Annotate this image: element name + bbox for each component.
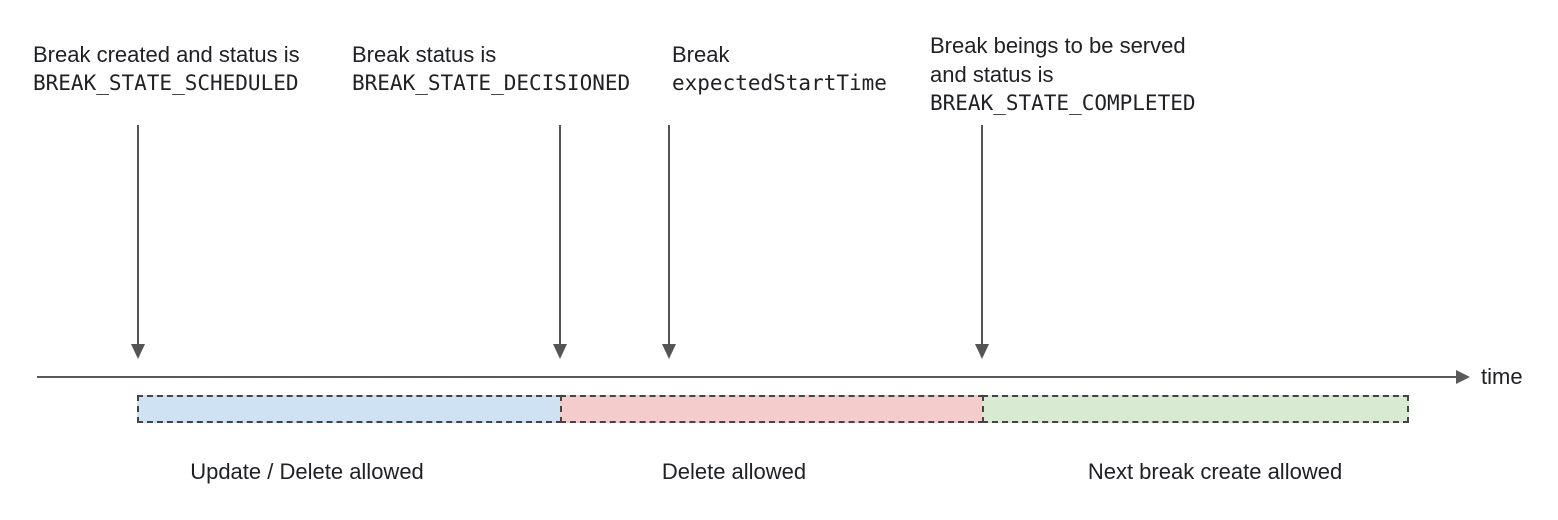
annotation-code: BREAK_STATE_DECISIONED	[352, 71, 631, 95]
segment-label-next-break-create: Next break create allowed	[1087, 459, 1343, 484]
annotation-text: Break created and status is	[33, 42, 300, 67]
down-arrow-icon-expected-start	[662, 125, 676, 359]
annotation-break-completed: Break beings to be served and status is …	[930, 31, 1196, 118]
down-arrow-icon-decisioned	[553, 125, 567, 359]
segment-update-delete-allowed	[137, 395, 562, 423]
segment-label-delete: Delete allowed	[661, 459, 807, 484]
annotation-text: and status is	[930, 62, 1054, 87]
timeline-arrowhead-icon	[1456, 370, 1470, 384]
annotation-text: Break status is	[352, 42, 497, 67]
annotation-break-decisioned: Break status is BREAK_STATE_DECISIONED	[352, 40, 630, 98]
segment-delete-allowed	[560, 395, 984, 423]
segment-label-update-delete: Update / Delete allowed	[190, 459, 424, 484]
annotation-text: Break beings to be served	[930, 33, 1186, 58]
timeline-axis	[37, 376, 1457, 378]
annotation-code: BREAK_STATE_SCHEDULED	[33, 71, 299, 95]
annotation-text: Break	[672, 42, 730, 67]
annotation-code: BREAK_STATE_COMPLETED	[930, 91, 1196, 115]
time-axis-label: time	[1481, 364, 1523, 389]
segment-next-break-create-allowed	[982, 395, 1409, 423]
annotation-break-scheduled: Break created and status is BREAK_STATE_…	[33, 40, 300, 98]
down-arrow-icon-completed	[975, 125, 989, 359]
annotation-expected-start-time: Break expectedStartTime	[672, 40, 887, 98]
annotation-code: expectedStartTime	[672, 71, 887, 95]
down-arrow-icon-scheduled	[131, 125, 145, 359]
